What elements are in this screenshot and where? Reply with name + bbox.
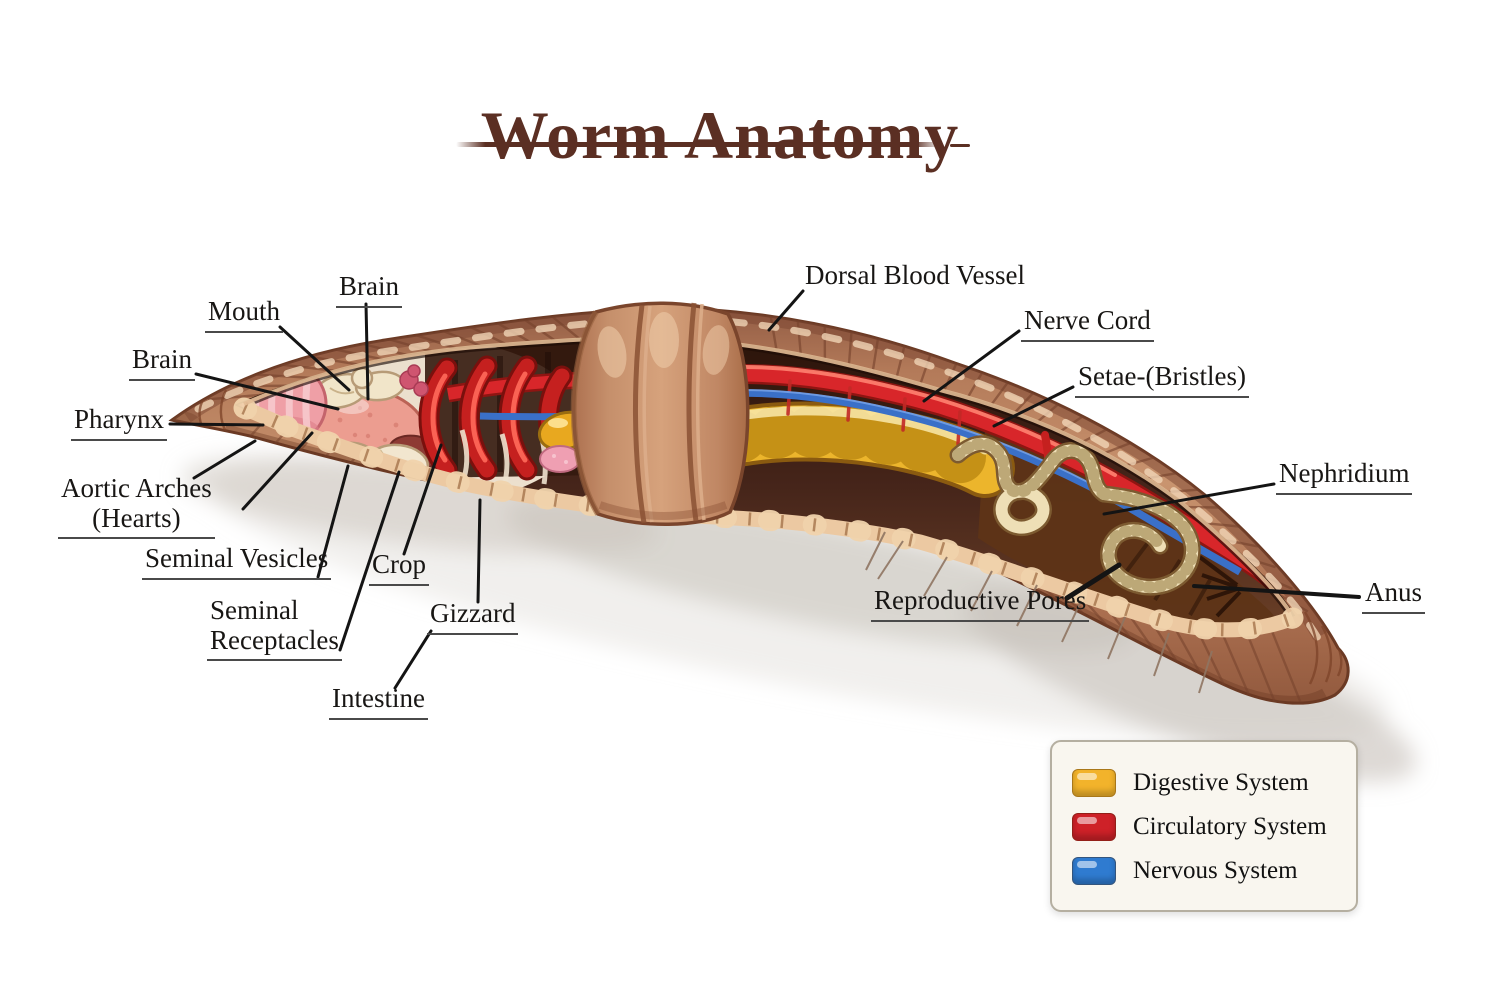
leader-mouth <box>278 325 351 392</box>
leader-anus <box>1192 584 1361 599</box>
anus-folds <box>1195 553 1242 618</box>
label-anus: Anus <box>1362 577 1426 614</box>
leader-dorsal-blood-vessel <box>767 289 805 332</box>
legend-label-nervous: Nervous System <box>1133 857 1298 884</box>
label-seminal-receptacles-line1: Seminal <box>210 595 299 625</box>
legend-item-nervous: Nervous System <box>1072 849 1356 893</box>
leader-intestine <box>393 629 433 690</box>
leader-seminal-receptacles <box>338 470 401 652</box>
leader-nerve-cord <box>922 329 1021 403</box>
leader-reproductive-pores <box>1064 562 1122 601</box>
leader-gizzard <box>476 498 482 604</box>
label-intestine: Intestine <box>329 683 428 720</box>
nephridium-coil <box>949 435 1201 596</box>
leader-lines <box>168 289 1361 690</box>
label-crop: Crop <box>369 549 429 586</box>
label-gizzard: Gizzard <box>427 598 519 635</box>
label-seminal-receptacles: Seminal Receptacles <box>207 595 342 662</box>
title-underline <box>456 142 942 147</box>
label-dorsal-blood-vessel: Dorsal Blood Vessel <box>805 260 1025 290</box>
leader-seminal-vesicles <box>316 464 350 579</box>
leader-brain-top <box>364 302 370 401</box>
segment-highlights <box>194 314 1322 642</box>
label-seminal-vesicles: Seminal Vesicles <box>142 543 332 580</box>
label-brain-side: Brain <box>129 344 195 381</box>
label-aortic-arches-line2: (Hearts) <box>92 502 181 533</box>
label-aortic-arches-line1: Aortic Arches <box>61 473 212 503</box>
leader-setae <box>992 385 1075 428</box>
leader-aortic-a <box>192 439 257 480</box>
label-aortic-arches: Aortic Arches (Hearts) <box>58 473 215 540</box>
label-seminal-receptacles-line2: Receptacles <box>210 624 339 655</box>
leader-crop <box>402 443 443 556</box>
label-mouth: Mouth <box>205 296 284 333</box>
digestive-system-swatch <box>1072 769 1116 797</box>
leader-nephridium <box>1102 482 1276 516</box>
legend-item-circulatory: Circulatory System <box>1072 805 1356 849</box>
legend-item-digestive: Digestive System <box>1072 761 1356 805</box>
label-pharynx: Pharynx <box>71 404 167 441</box>
label-reproductive-pores: Reproductive Pores <box>871 585 1090 622</box>
label-nerve-cord: Nerve Cord <box>1021 305 1154 342</box>
leader-pharynx <box>168 422 265 427</box>
leader-aortic-b <box>241 431 314 511</box>
label-setae: Setae-(Bristles) <box>1075 361 1249 398</box>
circulatory-system-swatch <box>1072 813 1116 841</box>
page-title: Worm Anatomy <box>480 96 960 173</box>
clitellum <box>570 301 750 526</box>
label-nephridium: Nephridium <box>1276 458 1413 495</box>
legend-label-circulatory: Circulatory System <box>1133 813 1327 840</box>
leader-brain-side <box>194 372 340 411</box>
legend-label-digestive: Digestive System <box>1133 769 1309 796</box>
nervous-system-swatch <box>1072 857 1116 885</box>
pink-glands <box>399 364 581 473</box>
title-underline-dash <box>950 144 970 147</box>
label-brain-top: Brain <box>336 271 402 308</box>
legend-box: Digestive System Circulatory System Nerv… <box>1050 740 1358 912</box>
